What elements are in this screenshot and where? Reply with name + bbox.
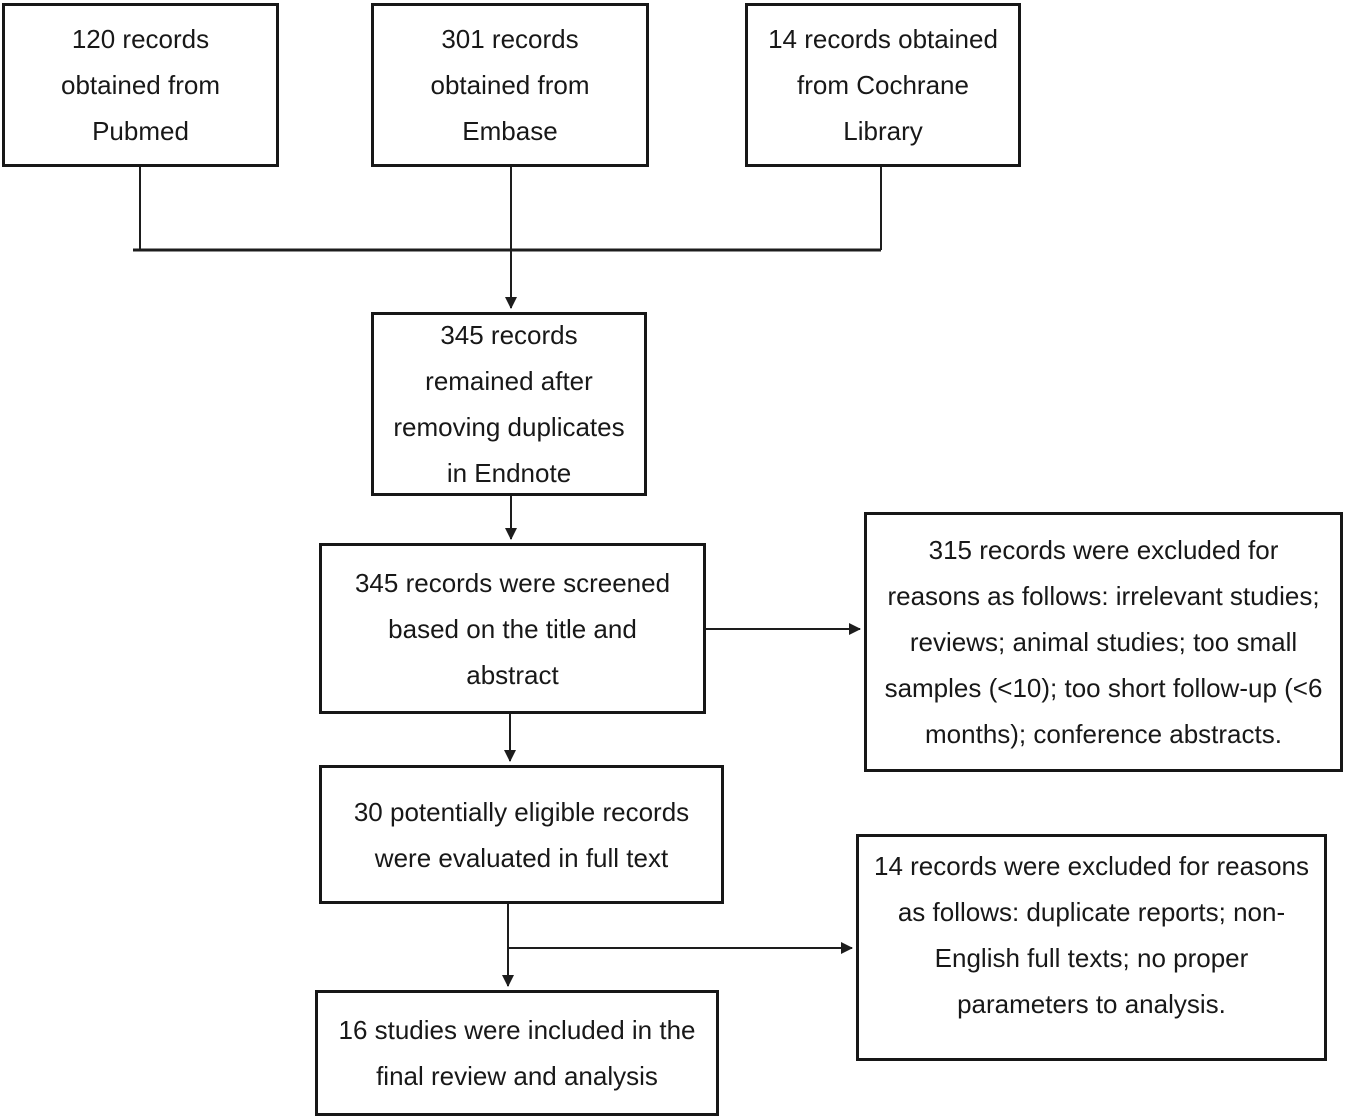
box-records-pubmed-text: 120 records obtained from Pubmed: [61, 24, 220, 146]
box-records-pubmed: 120 records obtained from Pubmed: [2, 3, 279, 167]
box-records-screened: 345 records were screened based on the t…: [319, 543, 706, 714]
box-records-embase: 301 records obtained from Embase: [371, 3, 649, 167]
box-records-deduplicated: 345 records remained after removing dupl…: [371, 312, 647, 496]
box-records-cochrane: 14 records obtained from Cochrane Librar…: [745, 3, 1021, 167]
box-excluded-fulltext: 14 records were excluded for reasons as …: [856, 834, 1327, 1061]
box-fulltext-evaluated: 30 potentially eligible records were eva…: [319, 765, 724, 904]
box-fulltext-evaluated-text: 30 potentially eligible records were eva…: [353, 796, 690, 873]
box-records-embase-text: 301 records obtained from Embase: [430, 24, 590, 146]
box-records-screened-text: 345 records were screened based on the t…: [354, 567, 671, 690]
box-excluded-screening: 315 records were excluded for reasons as…: [864, 512, 1343, 772]
box-studies-included: 16 studies were included in the final re…: [315, 990, 719, 1116]
box-records-deduplicated-text: 345 records remained after removing dupl…: [393, 320, 625, 488]
box-excluded-fulltext-text: 14 records were excluded for reasons as …: [873, 851, 1309, 1019]
box-records-cochrane-text: 14 records obtained from Cochrane Librar…: [768, 24, 998, 146]
box-excluded-screening-text: 315 records were excluded for reasons as…: [884, 535, 1323, 749]
box-studies-included-text: 16 studies were included in the final re…: [338, 1015, 696, 1091]
